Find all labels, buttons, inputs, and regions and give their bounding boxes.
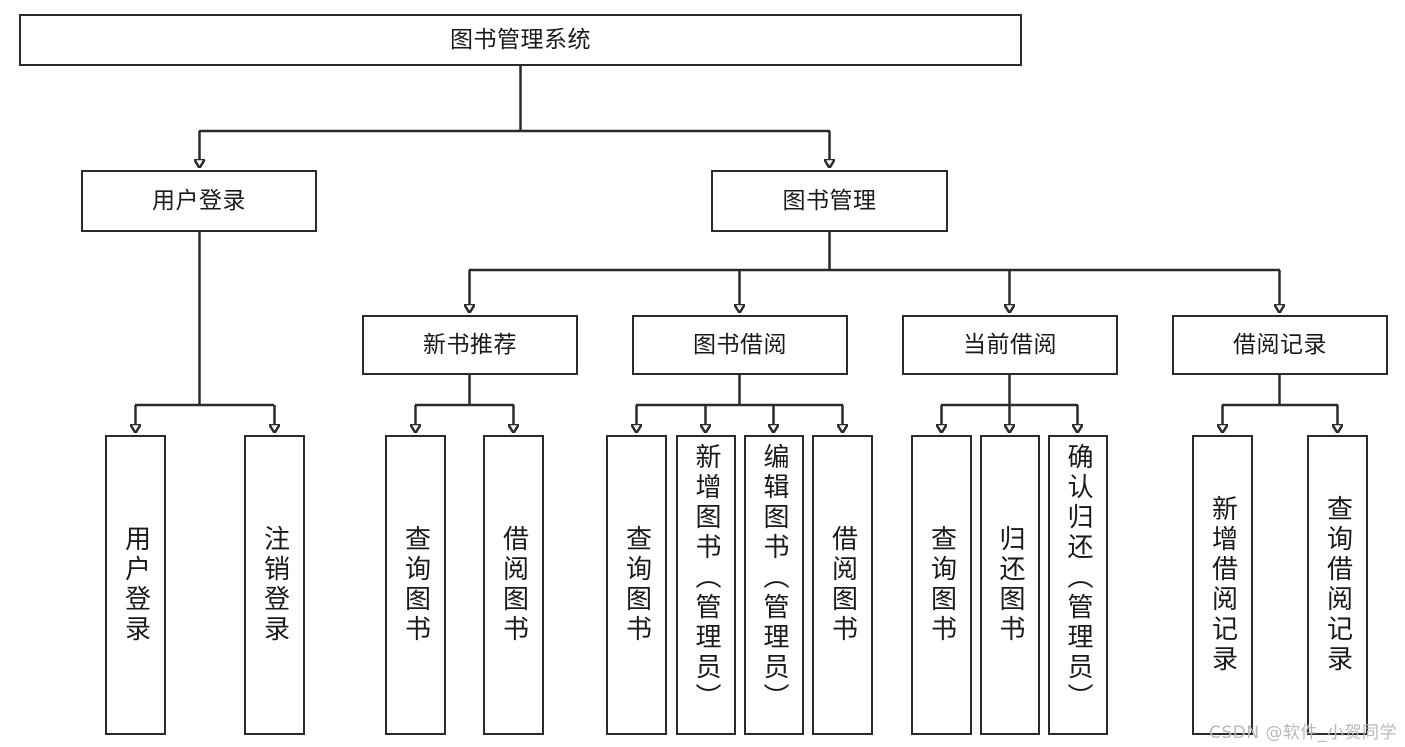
- node-book-management[interactable]: 图书管理: [711, 170, 948, 232]
- leaf-label: 注销登录: [259, 525, 290, 645]
- node-label: 图书借阅: [693, 331, 787, 358]
- leaf-add-borrow-record[interactable]: 新增借阅记录: [1192, 435, 1253, 735]
- node-new-book-recommend[interactable]: 新书推荐: [362, 315, 578, 375]
- node-label: 图书管理: [782, 187, 877, 214]
- watermark-text: CSDN @软件_小贺同学: [1209, 723, 1397, 743]
- leaf-label: 查询图书: [400, 525, 431, 645]
- leaf-edit-book-admin[interactable]: 编辑图书（管理员）: [744, 435, 804, 735]
- leaf-user-login[interactable]: 用户登录: [105, 435, 166, 735]
- node-user-login[interactable]: 用户登录: [81, 170, 317, 232]
- leaf-label: 编辑图书（管理员）: [759, 443, 789, 713]
- leaf-query-book-current[interactable]: 查询图书: [911, 435, 972, 735]
- node-root-library-system[interactable]: 图书管理系统: [19, 14, 1022, 66]
- leaf-label: 查询图书: [926, 525, 957, 645]
- leaf-label: 查询借阅记录: [1322, 495, 1353, 675]
- node-label: 新书推荐: [423, 331, 517, 358]
- node-current-borrow[interactable]: 当前借阅: [902, 315, 1118, 375]
- node-label: 借阅记录: [1233, 331, 1327, 358]
- leaf-label: 归还图书: [995, 525, 1025, 645]
- leaf-label: 查询图书: [621, 525, 652, 645]
- node-label: 用户登录: [152, 187, 246, 214]
- node-book-borrow[interactable]: 图书借阅: [632, 315, 848, 375]
- leaf-query-book-borrow[interactable]: 查询图书: [606, 435, 667, 735]
- leaf-label: 新增借阅记录: [1207, 495, 1238, 675]
- leaf-label: 确认归还（管理员）: [1063, 443, 1093, 713]
- leaf-label: 借阅图书: [827, 525, 858, 645]
- leaf-borrow-book-borrow[interactable]: 借阅图书: [812, 435, 873, 735]
- leaf-logout[interactable]: 注销登录: [244, 435, 305, 735]
- node-borrow-record[interactable]: 借阅记录: [1172, 315, 1388, 375]
- leaf-label: 用户登录: [120, 525, 151, 645]
- node-label: 图书管理系统: [450, 26, 591, 53]
- leaf-query-borrow-record[interactable]: 查询借阅记录: [1307, 435, 1368, 735]
- leaf-label: 新增图书（管理员）: [691, 443, 721, 713]
- leaf-return-book[interactable]: 归还图书: [980, 435, 1040, 735]
- leaf-query-book-recommend[interactable]: 查询图书: [385, 435, 446, 735]
- leaf-confirm-return-admin[interactable]: 确认归还（管理员）: [1048, 435, 1108, 735]
- node-label: 当前借阅: [963, 331, 1057, 358]
- leaf-add-book-admin[interactable]: 新增图书（管理员）: [676, 435, 736, 735]
- leaf-borrow-book-recommend[interactable]: 借阅图书: [483, 435, 544, 735]
- leaf-label: 借阅图书: [498, 525, 529, 645]
